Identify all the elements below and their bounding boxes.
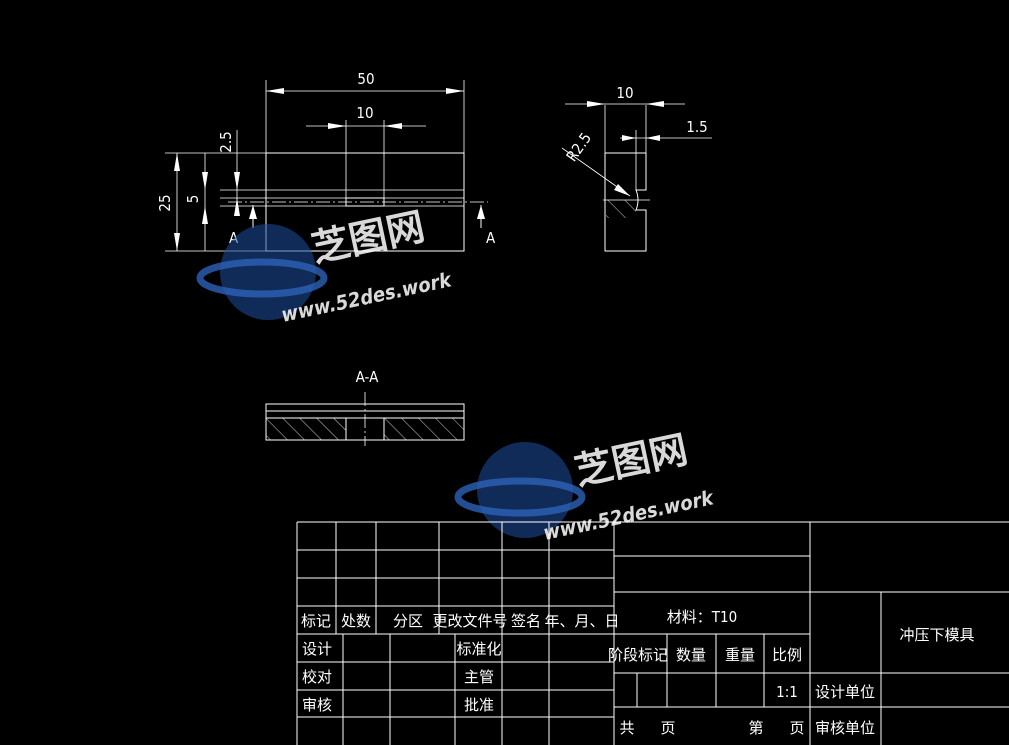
label-chief: 主管 bbox=[464, 668, 494, 686]
sheet-total-label: 共 bbox=[619, 719, 634, 737]
sheet-no-label: 第 bbox=[748, 719, 763, 737]
label-approve: 批准 bbox=[464, 696, 494, 714]
dim-radius: R2.5 bbox=[563, 129, 595, 165]
scale-value: 1:1 bbox=[776, 683, 798, 701]
dim-slot-width: 10 bbox=[356, 104, 373, 122]
dim-groove-depth: 1.5 bbox=[686, 118, 707, 136]
dim-side-width: 10 bbox=[616, 84, 633, 102]
section-title: A-A bbox=[356, 368, 379, 386]
section-marker-right: A bbox=[486, 229, 496, 247]
label-review: 审核 bbox=[302, 696, 332, 714]
label-design: 设计 bbox=[302, 640, 332, 658]
sheet-word-2: 页 bbox=[789, 719, 804, 737]
sheet-word-1: 页 bbox=[660, 719, 675, 737]
rev-header-date: 年、月、日 bbox=[544, 612, 619, 630]
dim-slot-height: 5 bbox=[184, 195, 202, 204]
section-view: A-A bbox=[265, 368, 465, 446]
watermark-brand-2: 芝图网 bbox=[571, 427, 692, 494]
part-name: 冲压下模具 bbox=[899, 626, 974, 644]
watermark-brand-1: 芝图网 bbox=[308, 204, 429, 271]
stage-header-mark: 阶段标记 bbox=[608, 646, 668, 664]
front-outline bbox=[265, 152, 465, 252]
dim-overall-height: 25 bbox=[156, 194, 174, 211]
dim-overall-width: 50 bbox=[357, 70, 374, 88]
watermark-2: 芝图网 www.52des.work bbox=[454, 427, 716, 545]
title-block: 标记 处数 分区 更改文件号 签名 年、月、日 设计 校对 审核 标准化 主管 … bbox=[296, 521, 1009, 745]
side-view: 10 1.5 R2.5 bbox=[561, 84, 712, 252]
watermark-1: 芝图网 www.52des.work bbox=[196, 204, 454, 327]
review-unit-label: 审核单位 bbox=[815, 719, 875, 737]
rev-header-sign: 签名 bbox=[511, 612, 541, 630]
stage-header-weight: 重量 bbox=[725, 646, 755, 664]
rev-header-count: 处数 bbox=[341, 612, 371, 630]
rev-header-docno: 更改文件号 bbox=[432, 612, 507, 630]
dim-top-offset: 2.5 bbox=[217, 131, 235, 152]
label-check: 校对 bbox=[302, 668, 332, 686]
material: 材料：T10 bbox=[667, 608, 737, 626]
side-outline bbox=[604, 152, 647, 252]
section-marker-left: A bbox=[229, 229, 239, 247]
stage-header-qty: 数量 bbox=[676, 646, 706, 664]
stage-header-scale: 比例 bbox=[772, 646, 802, 664]
rev-header-zone: 分区 bbox=[393, 612, 423, 630]
design-unit-label: 设计单位 bbox=[815, 683, 875, 701]
label-standard: 标准化 bbox=[456, 640, 501, 658]
rev-header-mark: 标记 bbox=[301, 612, 331, 630]
front-view: 50 10 25 5 2.5 A A bbox=[156, 70, 496, 252]
